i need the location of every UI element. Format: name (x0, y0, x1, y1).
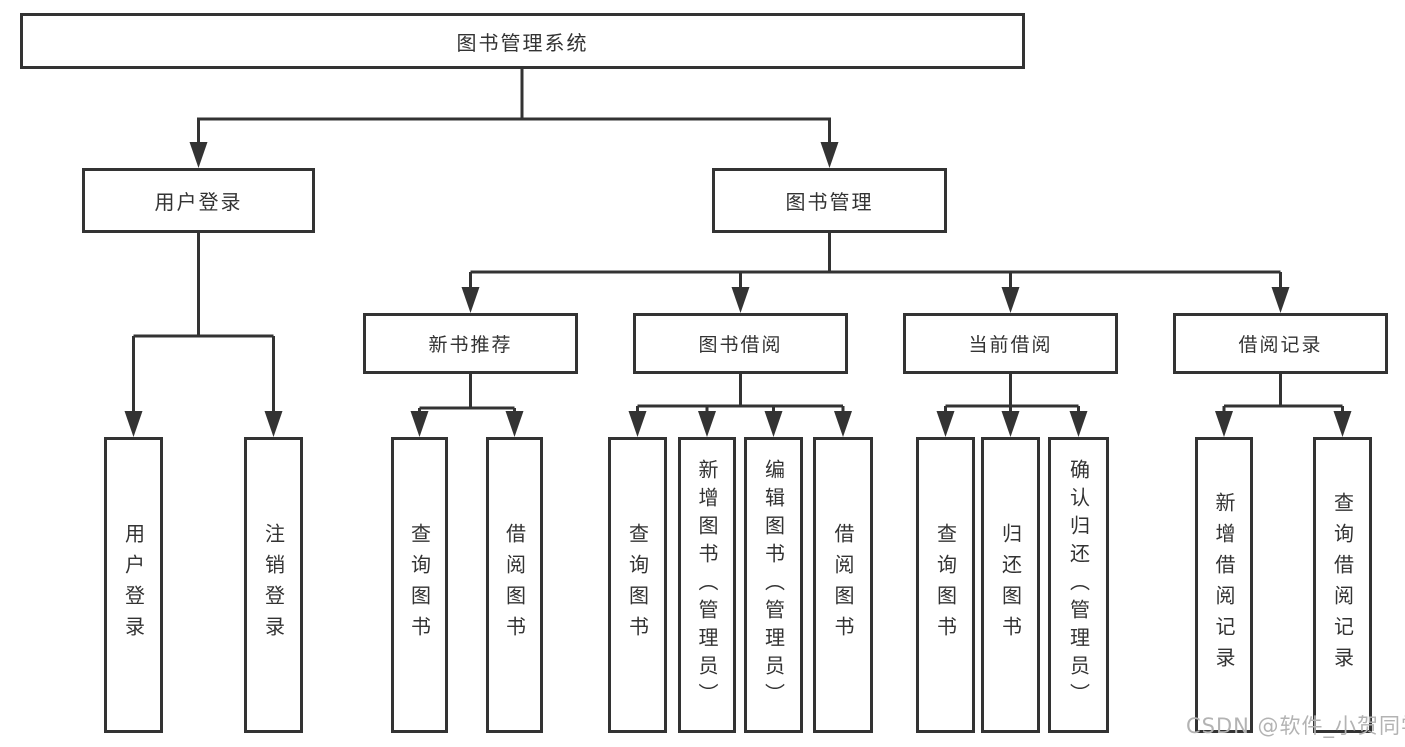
node-root: 图书管理系统 (20, 13, 1025, 69)
leaf-user-login: 用户登录 (104, 437, 163, 733)
leaf-confirm-return-admin: 确认归还（管理员） (1048, 437, 1109, 733)
edge-new-book-children (410, 374, 524, 437)
leaf-query-books-newbook: 查询图书 (391, 437, 448, 733)
leaf-query-books-borrow: 查询图书 (608, 437, 667, 733)
node-borrow-records: 借阅记录 (1173, 313, 1388, 374)
leaf-query-books-current: 查询图书 (916, 437, 975, 733)
leaf-query-borrow-record: 查询借阅记录 (1313, 437, 1372, 733)
leaf-return-books: 归还图书 (981, 437, 1040, 733)
leaf-borrow-books-newbook: 借阅图书 (486, 437, 543, 733)
node-new-book-recommend: 新书推荐 (363, 313, 578, 374)
edge-current-borrow-children (936, 374, 1088, 437)
edge-user-login-children (124, 233, 283, 437)
leaf-add-borrow-record: 新增借阅记录 (1195, 437, 1253, 733)
node-book-management: 图书管理 (712, 168, 947, 233)
leaf-borrow-books-borrow: 借阅图书 (813, 437, 873, 733)
leaf-edit-books-admin: 编辑图书（管理员） (744, 437, 803, 733)
leaf-add-books-admin: 新增图书（管理员） (678, 437, 736, 733)
edge-root-to-level2 (189, 69, 839, 168)
leaf-logout: 注销登录 (244, 437, 303, 733)
edge-borrow-records-children (1215, 374, 1352, 437)
node-book-borrow: 图书借阅 (633, 313, 848, 374)
watermark: CSDN @软件_小贺同学 (1186, 714, 1405, 738)
edge-book-management-children (461, 233, 1290, 313)
edge-book-borrow-children (628, 374, 852, 437)
node-current-borrow: 当前借阅 (903, 313, 1118, 374)
node-user-login: 用户登录 (82, 168, 315, 233)
